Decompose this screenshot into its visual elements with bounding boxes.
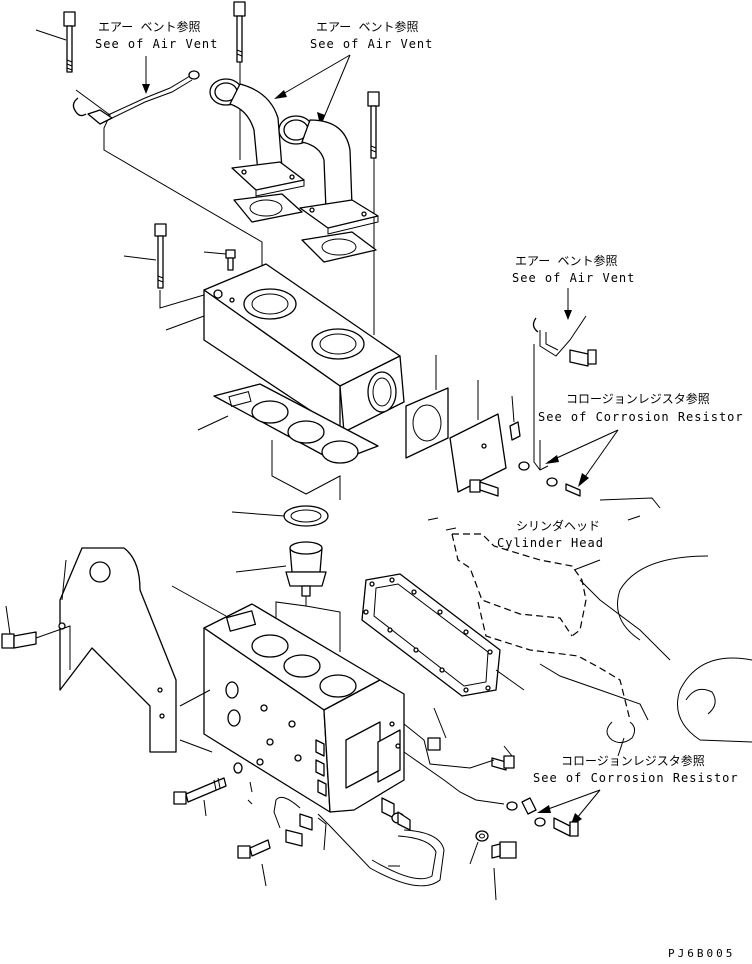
- callout-corrosion-resistor-2-en: See of Corrosion Resistor: [533, 771, 739, 785]
- nut-cover: [509, 395, 521, 441]
- bolt-long-right: [367, 91, 380, 159]
- bolt-clip: [237, 839, 271, 887]
- bolt-bracket: [1, 605, 71, 670]
- thermostat-housing: [171, 585, 405, 813]
- washer-cover: [518, 461, 581, 497]
- manifold-gasket: [197, 383, 379, 500]
- front-cover-gasket: [361, 573, 525, 697]
- callout-cylinder-head-jp: シリンダヘッド: [516, 518, 600, 533]
- callout-arrows: [142, 54, 619, 827]
- callout-corrosion-resistor-2-jp: コロージョンレジスタ参照: [561, 753, 705, 768]
- callout-air-vent-2-en: See of Air Vent: [310, 37, 433, 51]
- small-screw-manifold: [203, 249, 236, 271]
- bolt-long-top-left: [63, 11, 76, 73]
- corrosion-resistor-pipe-upper: [532, 315, 597, 471]
- cover-gasket: [405, 355, 449, 459]
- water-manifold: [165, 263, 405, 433]
- callout-cylinder-head-en: Cylinder Head: [497, 536, 604, 550]
- callout-corrosion-resistor-1-jp: コロージョンレジスタ参照: [566, 391, 710, 406]
- callout-air-vent-2: エアー ベント参照 See of Air Vent: [310, 19, 433, 51]
- drawing-code: PJ6B005: [668, 947, 735, 960]
- bolt-housing-front: [173, 777, 227, 817]
- bolt-housing-right: [427, 707, 447, 751]
- wiring-clip: [273, 796, 327, 851]
- wire-ties: [247, 799, 400, 867]
- water-elbow-pipe-left: [209, 78, 305, 223]
- callout-corrosion-resistor-1: コロージョンレジスタ参照 See of Corrosion Resistor: [538, 391, 744, 424]
- bolt-housing-right-2: [403, 723, 515, 771]
- leader-lines-top: [35, 29, 375, 335]
- thermostat-seal: [231, 505, 329, 527]
- air-vent-pipe-top-left: [72, 70, 200, 125]
- washer-front: [233, 762, 253, 793]
- bolt-manifold: [123, 223, 215, 309]
- connector-small: [285, 829, 303, 847]
- water-elbow-pipe-right: [278, 115, 379, 263]
- bolt-cover: [469, 479, 499, 497]
- callout-air-vent-1-jp: エアー ベント参照: [98, 19, 201, 34]
- bolt-long-top-center: [233, 1, 246, 63]
- callout-air-vent-1-en: See of Air Vent: [95, 37, 218, 51]
- drain-plug: [491, 841, 517, 901]
- cover-plate: [449, 380, 507, 493]
- callout-air-vent-3: エアー ベント参照 See of Air Vent: [512, 253, 635, 285]
- mounting-bracket: [58, 547, 177, 753]
- callout-corrosion-resistor-2: コロージョンレジスタ参照 See of Corrosion Resistor: [533, 753, 739, 785]
- cylinder-head-outline: [427, 497, 752, 757]
- callout-corrosion-resistor-1-en: See of Corrosion Resistor: [538, 410, 744, 424]
- corrosion-resistor-fittings-lower: [403, 751, 579, 837]
- callout-cylinder-head: シリンダヘッド Cylinder Head: [497, 518, 604, 550]
- washer-drain: [469, 830, 489, 865]
- callout-air-vent-3-jp: エアー ベント参照: [515, 253, 618, 268]
- thermostat: [235, 541, 341, 652]
- callout-air-vent-3-en: See of Air Vent: [512, 271, 635, 285]
- callout-air-vent-2-jp: エアー ベント参照: [316, 19, 419, 34]
- callout-air-vent-1: エアー ベント参照 See of Air Vent: [95, 19, 218, 51]
- temperature-sensor: [317, 797, 445, 887]
